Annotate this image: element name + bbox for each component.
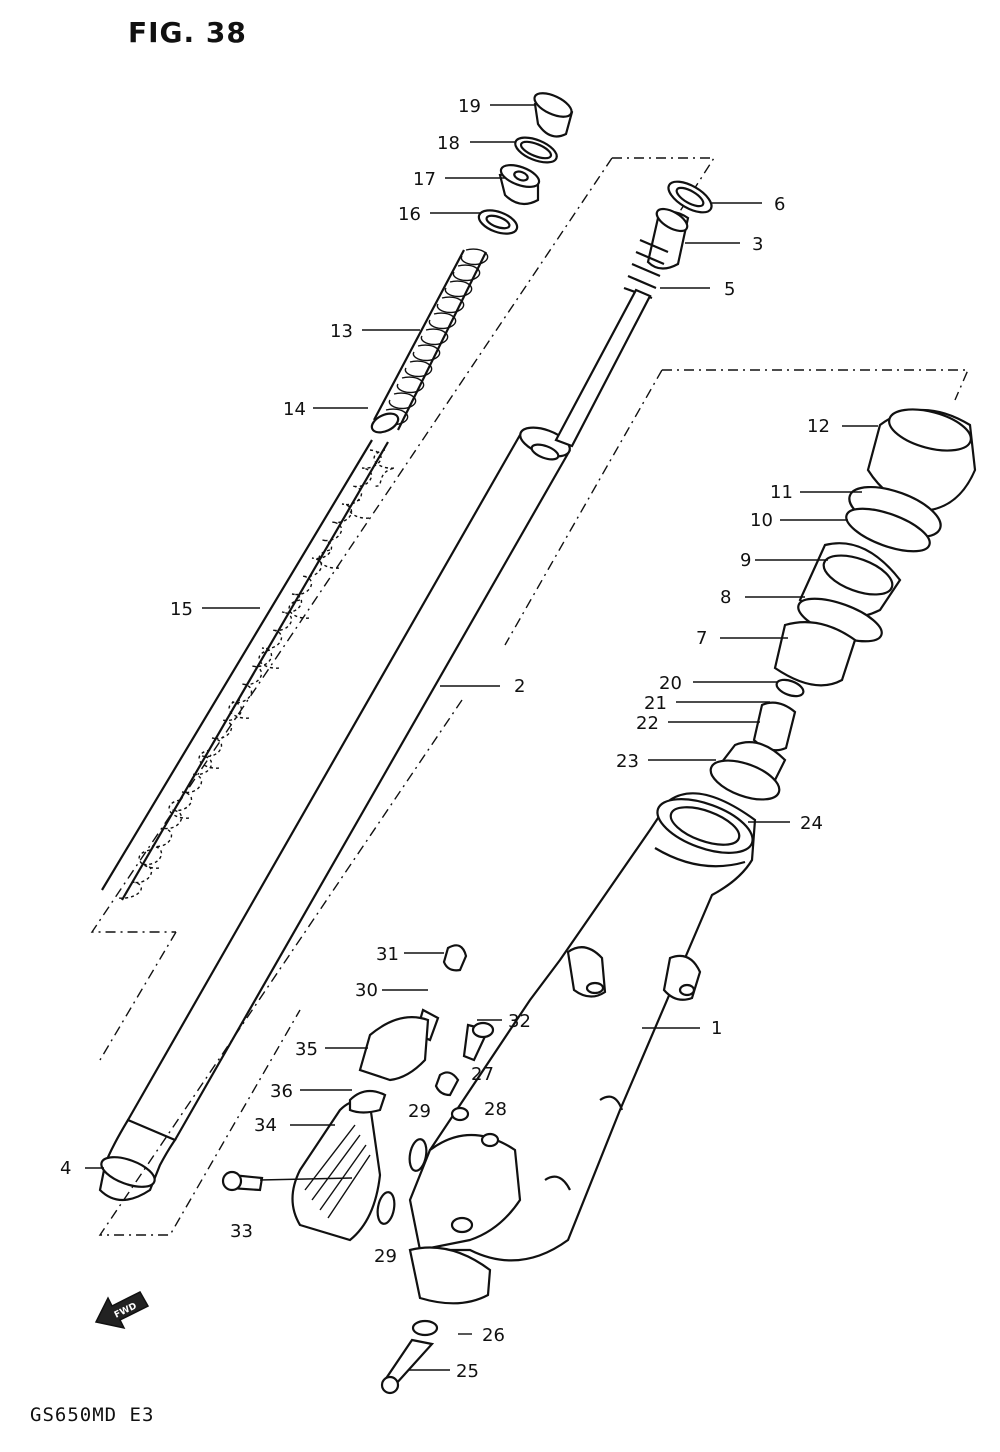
dust-seal-stack: [675, 408, 977, 843]
callout-8: 8: [720, 587, 731, 608]
callout-29-upper: 29: [408, 1101, 431, 1122]
callout-24: 24: [800, 813, 823, 834]
figure-title: FIG. 38: [128, 16, 247, 49]
callout-10: 10: [750, 510, 773, 531]
callout-33: 33: [230, 1221, 253, 1242]
callout-13: 13: [330, 321, 353, 342]
callout-11: 11: [770, 482, 793, 503]
fork-spring: [101, 439, 396, 901]
callout-9: 9: [740, 550, 751, 571]
callout-17: 17: [413, 169, 436, 190]
cap-bolt-assembly: [477, 92, 574, 235]
spacer-spring: [370, 248, 489, 434]
callout-5: 5: [724, 279, 735, 300]
outer-tube: [408, 792, 757, 1305]
callout-7: 7: [696, 628, 707, 649]
callout-23: 23: [616, 751, 639, 772]
damper-rod: [554, 180, 713, 448]
callout-labels: 1 2 3 4 5 6 7 8 9 10 11 12 13 14 15 16 1…: [60, 96, 830, 1382]
callout-30: 30: [355, 980, 378, 1001]
model-code: GS650MD E3: [30, 1404, 155, 1426]
callout-6: 6: [774, 194, 785, 215]
callout-2: 2: [514, 676, 525, 697]
leader-lines: [85, 104, 878, 1371]
caliper-parts: [221, 944, 495, 1395]
callout-22: 22: [636, 713, 659, 734]
callout-31: 31: [376, 944, 399, 965]
callout-29-lower: 29: [374, 1246, 397, 1267]
fwd-arrow-icon: FWD: [94, 1291, 150, 1330]
callout-3: 3: [752, 234, 763, 255]
callout-20: 20: [659, 673, 682, 694]
callout-21: 21: [644, 693, 667, 714]
callout-12: 12: [807, 416, 830, 437]
callout-34: 34: [254, 1115, 277, 1136]
callout-27: 27: [471, 1064, 494, 1085]
callout-26: 26: [482, 1325, 505, 1346]
callout-18: 18: [437, 133, 460, 154]
callout-35: 35: [295, 1039, 318, 1060]
callout-19: 19: [458, 96, 481, 117]
callout-15: 15: [170, 599, 193, 620]
callout-4: 4: [60, 1158, 71, 1179]
callout-32: 32: [508, 1011, 531, 1032]
callout-28: 28: [484, 1099, 507, 1120]
callout-1: 1: [711, 1018, 722, 1039]
callout-36: 36: [270, 1081, 293, 1102]
callout-16: 16: [398, 204, 421, 225]
callout-25: 25: [456, 1361, 479, 1382]
callout-14: 14: [283, 399, 306, 420]
inner-tube: [90, 157, 716, 1236]
